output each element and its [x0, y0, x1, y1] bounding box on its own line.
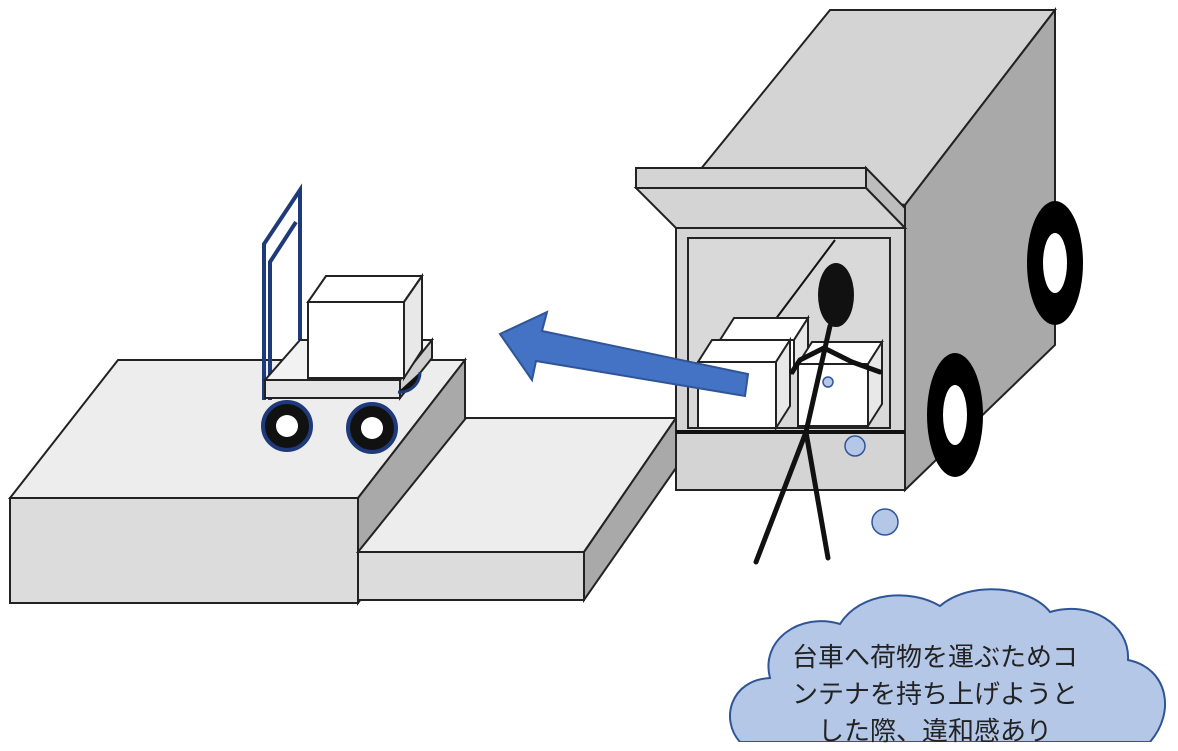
cart-wheel-right: [348, 404, 396, 452]
cart-wheel-left: [263, 402, 311, 450]
speech-line-2: ンテナを持ち上げようと: [790, 677, 1080, 714]
speech-bubble-text: 台車へ荷物を運ぶためコ ンテナを持ち上げようと した際、違和感あり: [790, 640, 1080, 751]
truck-front-wheel: [927, 353, 983, 477]
cart-box: [308, 276, 422, 378]
truck-door-top: [636, 168, 866, 188]
truck-rear-wheel: [1027, 201, 1083, 325]
worker-head: [818, 263, 854, 327]
speech-line-1: 台車へ荷物を運ぶためコ: [790, 640, 1080, 677]
speech-line-3: した際、違和感あり: [790, 714, 1080, 751]
